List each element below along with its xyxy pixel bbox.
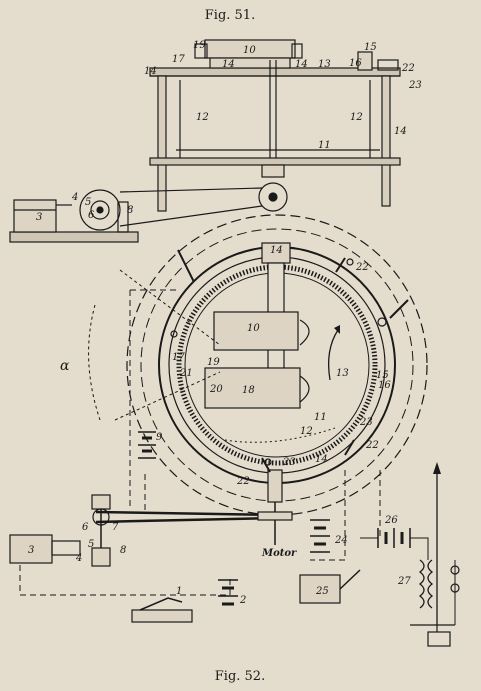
label-15: 15: [364, 42, 377, 53]
post-right: [381, 75, 391, 207]
block-10: [213, 311, 299, 351]
label-16: 16: [349, 58, 362, 69]
label-23-a: 23: [359, 417, 373, 428]
label-17: 17: [172, 54, 185, 65]
label-5: 5: [88, 539, 94, 550]
label-8: 8: [120, 545, 126, 556]
fig51-drawing: [9, 39, 401, 243]
label-22-a: 22: [355, 262, 369, 273]
label-14b: 14: [222, 59, 235, 70]
label-10: 10: [247, 323, 260, 334]
label-23-b: 23: [282, 457, 296, 468]
toothed-ring: [176, 264, 378, 466]
fig52-labels: 14 22 10 18 13 15 16 17 19 21 20 11 12 2…: [28, 245, 411, 606]
bottom-plate: [149, 157, 401, 166]
label-11: 11: [318, 140, 331, 151]
label-14c: 14: [295, 59, 308, 70]
label-7: 7: [112, 522, 119, 533]
label-12a: 12: [196, 112, 209, 123]
label-19: 19: [193, 40, 206, 51]
label-5-top: 5: [85, 197, 91, 208]
label-21: 21: [179, 368, 193, 379]
label-22-c: 22: [236, 476, 250, 487]
label-24: 24: [334, 535, 348, 546]
label-27: 27: [397, 576, 411, 587]
label-3-top: 3: [36, 212, 42, 223]
label-25: 25: [315, 586, 329, 597]
fig51-caption: Fig. 51.: [205, 8, 255, 23]
label-14-bottom: 14: [315, 454, 328, 465]
fig51-labels: 19 10 15 14 17 14 14 13 16 22 23 12 12 1…: [36, 40, 422, 223]
label-6-top: 6: [88, 210, 95, 221]
label-17: 17: [172, 352, 185, 363]
label-1: 1: [176, 586, 182, 597]
label-19: 19: [207, 357, 220, 368]
label-14a: 14: [144, 66, 157, 77]
label-4: 4: [75, 553, 82, 564]
label-15: 15: [376, 370, 389, 381]
magnet-3: [13, 199, 57, 233]
label-11: 11: [314, 412, 327, 423]
label-12b: 12: [350, 112, 363, 123]
label-20: 20: [209, 384, 223, 395]
pulley: [258, 182, 288, 212]
label-14d: 14: [394, 126, 407, 137]
label-8-top: 8: [127, 205, 133, 216]
fig52-drawing: [9, 214, 460, 647]
label-12: 12: [300, 426, 313, 437]
label-13: 13: [318, 59, 331, 70]
label-2: 2: [239, 595, 246, 606]
label-23: 23: [408, 80, 422, 91]
label-14-top: 14: [270, 245, 283, 256]
base-board: [9, 231, 139, 243]
label-13: 13: [336, 368, 349, 379]
post-left: [157, 75, 167, 212]
label-18: 18: [242, 385, 255, 396]
label-alpha: α: [60, 358, 70, 374]
block-18: [204, 367, 301, 409]
label-22: 22: [401, 63, 415, 74]
label-10: 10: [243, 45, 256, 56]
label-16: 16: [378, 380, 391, 391]
label-3: 3: [28, 545, 34, 556]
outer-dashed-ring: [126, 214, 428, 516]
label-6: 6: [82, 522, 89, 533]
label-4-top: 4: [71, 192, 78, 203]
wheel-6: [79, 189, 121, 231]
label-26: 26: [384, 515, 398, 526]
label-9: 9: [156, 432, 163, 443]
label-22-b: 22: [365, 440, 379, 451]
fig52-caption: Fig. 52.: [215, 669, 265, 684]
motor-label: Motor: [261, 548, 297, 559]
